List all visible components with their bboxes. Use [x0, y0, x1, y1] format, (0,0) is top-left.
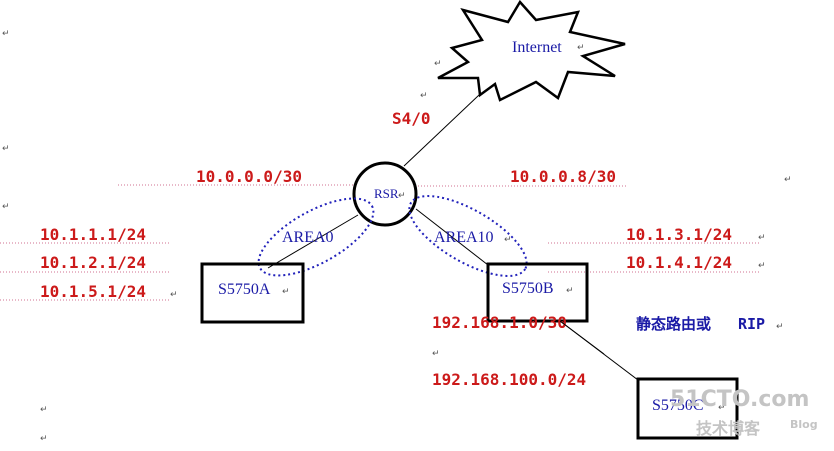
net-10-1-5-1-label: 10.1.5.1/24 — [40, 282, 146, 301]
link-rsr-s5750a — [267, 214, 359, 269]
link-overlay — [559, 320, 605, 355]
rsr-router — [352, 161, 418, 227]
s5750c-switch — [636, 377, 739, 440]
net-10-0-0-8-label: 10.0.0.8/30 — [510, 167, 616, 186]
paragraph-mark: ↵ — [504, 235, 512, 245]
rip-note: RIP — [738, 315, 765, 333]
net-10-1-1-1-label: 10.1.1.1/24 — [40, 225, 146, 244]
guide-lines — [0, 184, 760, 301]
paragraph-mark: ↵ — [577, 43, 585, 53]
paragraph-mark: ↵ — [432, 349, 440, 359]
area10-ellipse — [408, 195, 528, 277]
net-192-168-1-0-label: 192.168.1.0/30 — [432, 313, 567, 332]
paragraph-mark: ↵ — [170, 290, 178, 300]
net-10-1-4-1-label: 10.1.4.1/24 — [626, 253, 732, 272]
left-margin-marks: ↵ ↵ ↵ ↵ ↵ — [2, 29, 48, 444]
paragraph-mark: ↵ — [420, 91, 428, 101]
rsr-label: RSR — [374, 186, 399, 201]
watermark-cn: 技术博客 — [696, 419, 761, 438]
s4-0-interface-label: S4/0 — [392, 109, 431, 128]
paragraph-mark: ↵ — [758, 261, 766, 271]
paragraph-mark: ↵ — [2, 144, 10, 154]
net-10-1-3-1-label: 10.1.3.1/24 — [626, 225, 732, 244]
area10-label: AREA10 — [434, 229, 494, 246]
static-route-note: 静态路由或 — [636, 315, 711, 333]
watermark-site: 51CTO.com — [670, 387, 809, 412]
net-10-0-0-0-label: 10.0.0.0/30 — [196, 167, 302, 186]
paragraph-mark: ↵ — [2, 202, 10, 212]
internet-label: Internet — [512, 39, 562, 56]
s5750b-switch — [486, 262, 589, 323]
paragraph-mark: ↵ — [2, 29, 10, 39]
s5750c-label: S5750C — [652, 397, 704, 414]
paragraph-mark: ↵ — [718, 403, 726, 413]
s5750a-switch — [200, 262, 305, 324]
internet-cloud — [437, 0, 626, 102]
net-10-1-2-1-label: 10.1.2.1/24 — [40, 253, 146, 272]
paragraph-mark: ↵ — [434, 59, 442, 69]
paragraph-mark: ↵ — [784, 175, 792, 185]
link-rsr-s5750b — [415, 208, 489, 266]
paragraph-mark: ↵ — [40, 405, 48, 415]
watermark-blog: Blog — [790, 418, 818, 431]
paragraph-mark: ↵ — [566, 286, 574, 296]
paragraph-mark: ↵ — [776, 322, 784, 332]
paragraph-mark: ↵ — [398, 191, 406, 201]
watermark: 51CTO.com 技术博客 Blog — [670, 387, 818, 438]
s5750a-label: S5750A — [218, 281, 271, 298]
net-192-168-100-0-label: 192.168.100.0/24 — [432, 370, 586, 389]
paragraph-mark: ↵ — [40, 434, 48, 444]
s5750b-label: S5750B — [502, 280, 554, 297]
area0-label: AREA0 — [282, 229, 334, 246]
paragraph-mark: ↵ — [758, 233, 766, 243]
paragraph-mark: ↵ — [282, 287, 290, 297]
